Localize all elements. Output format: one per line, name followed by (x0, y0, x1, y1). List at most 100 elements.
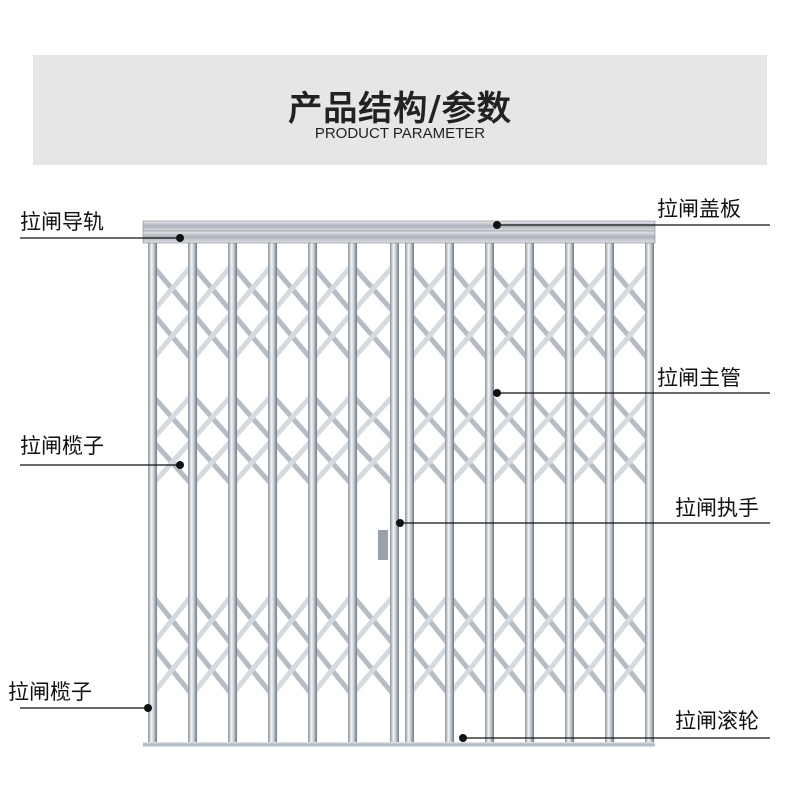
lattice-strut (270, 643, 314, 697)
main-tube (605, 240, 614, 745)
lattice-strut (407, 643, 451, 697)
lattice-strut (190, 263, 234, 315)
callout-dot (493, 221, 501, 229)
lattice-strut (607, 438, 651, 487)
lattice-strut (407, 310, 451, 362)
lattice-strut (310, 593, 354, 647)
lattice-strut (607, 310, 651, 362)
lattice-strut (150, 643, 194, 697)
main-tube (308, 240, 317, 745)
lattice-strut (447, 593, 491, 647)
lattice-strut (487, 438, 531, 487)
main-tube (565, 240, 574, 745)
lattice-strut (607, 643, 651, 697)
lattice-strut (310, 310, 354, 362)
label-main-tube: 拉闸主管 (657, 366, 741, 390)
lattice-strut (190, 643, 234, 697)
page-title: 产品结构/参数 (288, 89, 512, 129)
lattice-strut (230, 438, 274, 487)
label-handle: 拉闸执手 (675, 496, 759, 520)
label-guide-rail: 拉闸导轨 (20, 210, 104, 234)
lattice-strut (447, 438, 491, 487)
label-roller: 拉闸滚轮 (675, 709, 759, 733)
lattice-strut (310, 393, 354, 442)
callout-dot (176, 461, 184, 469)
handle (378, 530, 388, 560)
page-subtitle: PRODUCT PARAMETER (314, 125, 486, 142)
lattice-strut (527, 438, 571, 487)
lattice-strut (447, 643, 491, 697)
lattice-strut (527, 643, 571, 697)
label-lattice-upper: 拉闸榄子 (20, 434, 104, 458)
lattice-strut (447, 393, 491, 442)
lattice-strut (230, 643, 274, 697)
lattice-strut (350, 310, 396, 362)
lattice-strut (407, 393, 451, 442)
lattice-strut (270, 263, 314, 315)
lattice-strut (150, 438, 194, 487)
label-cover-plate: 拉闸盖板 (657, 197, 741, 221)
label-lattice-lower: 拉闸榄子 (8, 680, 92, 704)
main-tube (348, 240, 357, 745)
lattice-strut (567, 643, 611, 697)
lattice-strut (487, 593, 531, 647)
lattice-strut (270, 393, 314, 442)
callout-dot (493, 389, 501, 397)
lattice-strut (270, 593, 314, 647)
lattice-strut (190, 438, 234, 487)
lattice-strut (527, 593, 571, 647)
bottom-track (143, 742, 655, 747)
lattice-strut (150, 310, 194, 362)
callout-dot (144, 704, 152, 712)
lattice-strut (190, 593, 234, 647)
main-tube (405, 240, 414, 745)
lattice-strut (310, 643, 354, 697)
main-tube (188, 240, 197, 745)
lattice-strut (150, 393, 194, 442)
lattice-strut (150, 263, 194, 315)
lattice-strut (270, 310, 314, 362)
lattice-strut (567, 393, 611, 442)
main-tube (148, 240, 157, 745)
lattice-strut (527, 393, 571, 442)
lattice-strut (607, 593, 651, 647)
lattice-strut (487, 643, 531, 697)
lattice-strut (150, 593, 194, 647)
lattice-strut (350, 393, 396, 442)
lattice-strut (567, 593, 611, 647)
lattice-strut (350, 438, 396, 487)
cover-plate (142, 220, 656, 232)
header-banner: 产品结构/参数 PRODUCT PARAMETER (33, 55, 767, 165)
lattice-strut (230, 393, 274, 442)
lattice-strut (567, 310, 611, 362)
main-tube (445, 240, 454, 745)
callout-dot (459, 734, 467, 742)
lattice-strut (310, 438, 354, 487)
lattice-strut (407, 438, 451, 487)
main-tube (228, 240, 237, 745)
main-tube (485, 240, 494, 745)
lattice-strut (190, 393, 234, 442)
main-tube (645, 240, 654, 745)
callout-dot (176, 234, 184, 242)
lattice-strut (350, 263, 396, 315)
lattice-strut (230, 593, 274, 647)
lattice-strut (350, 593, 396, 647)
lattice-strut (190, 310, 234, 362)
lattice-strut (270, 438, 314, 487)
lattice-strut (607, 263, 651, 315)
lattice-strut (567, 263, 611, 315)
lattice-strut (607, 393, 651, 442)
lattice-strut (487, 310, 531, 362)
lattice-strut (230, 310, 274, 362)
lattice-strut (447, 310, 491, 362)
lattice-strut (310, 263, 354, 315)
main-tube (390, 240, 399, 745)
lattice-strut (487, 393, 531, 442)
lattice-strut (407, 593, 451, 647)
callout-dot (396, 519, 404, 527)
lattice-strut (527, 310, 571, 362)
lattice-strut (487, 263, 531, 315)
lattice-strut (567, 438, 611, 487)
